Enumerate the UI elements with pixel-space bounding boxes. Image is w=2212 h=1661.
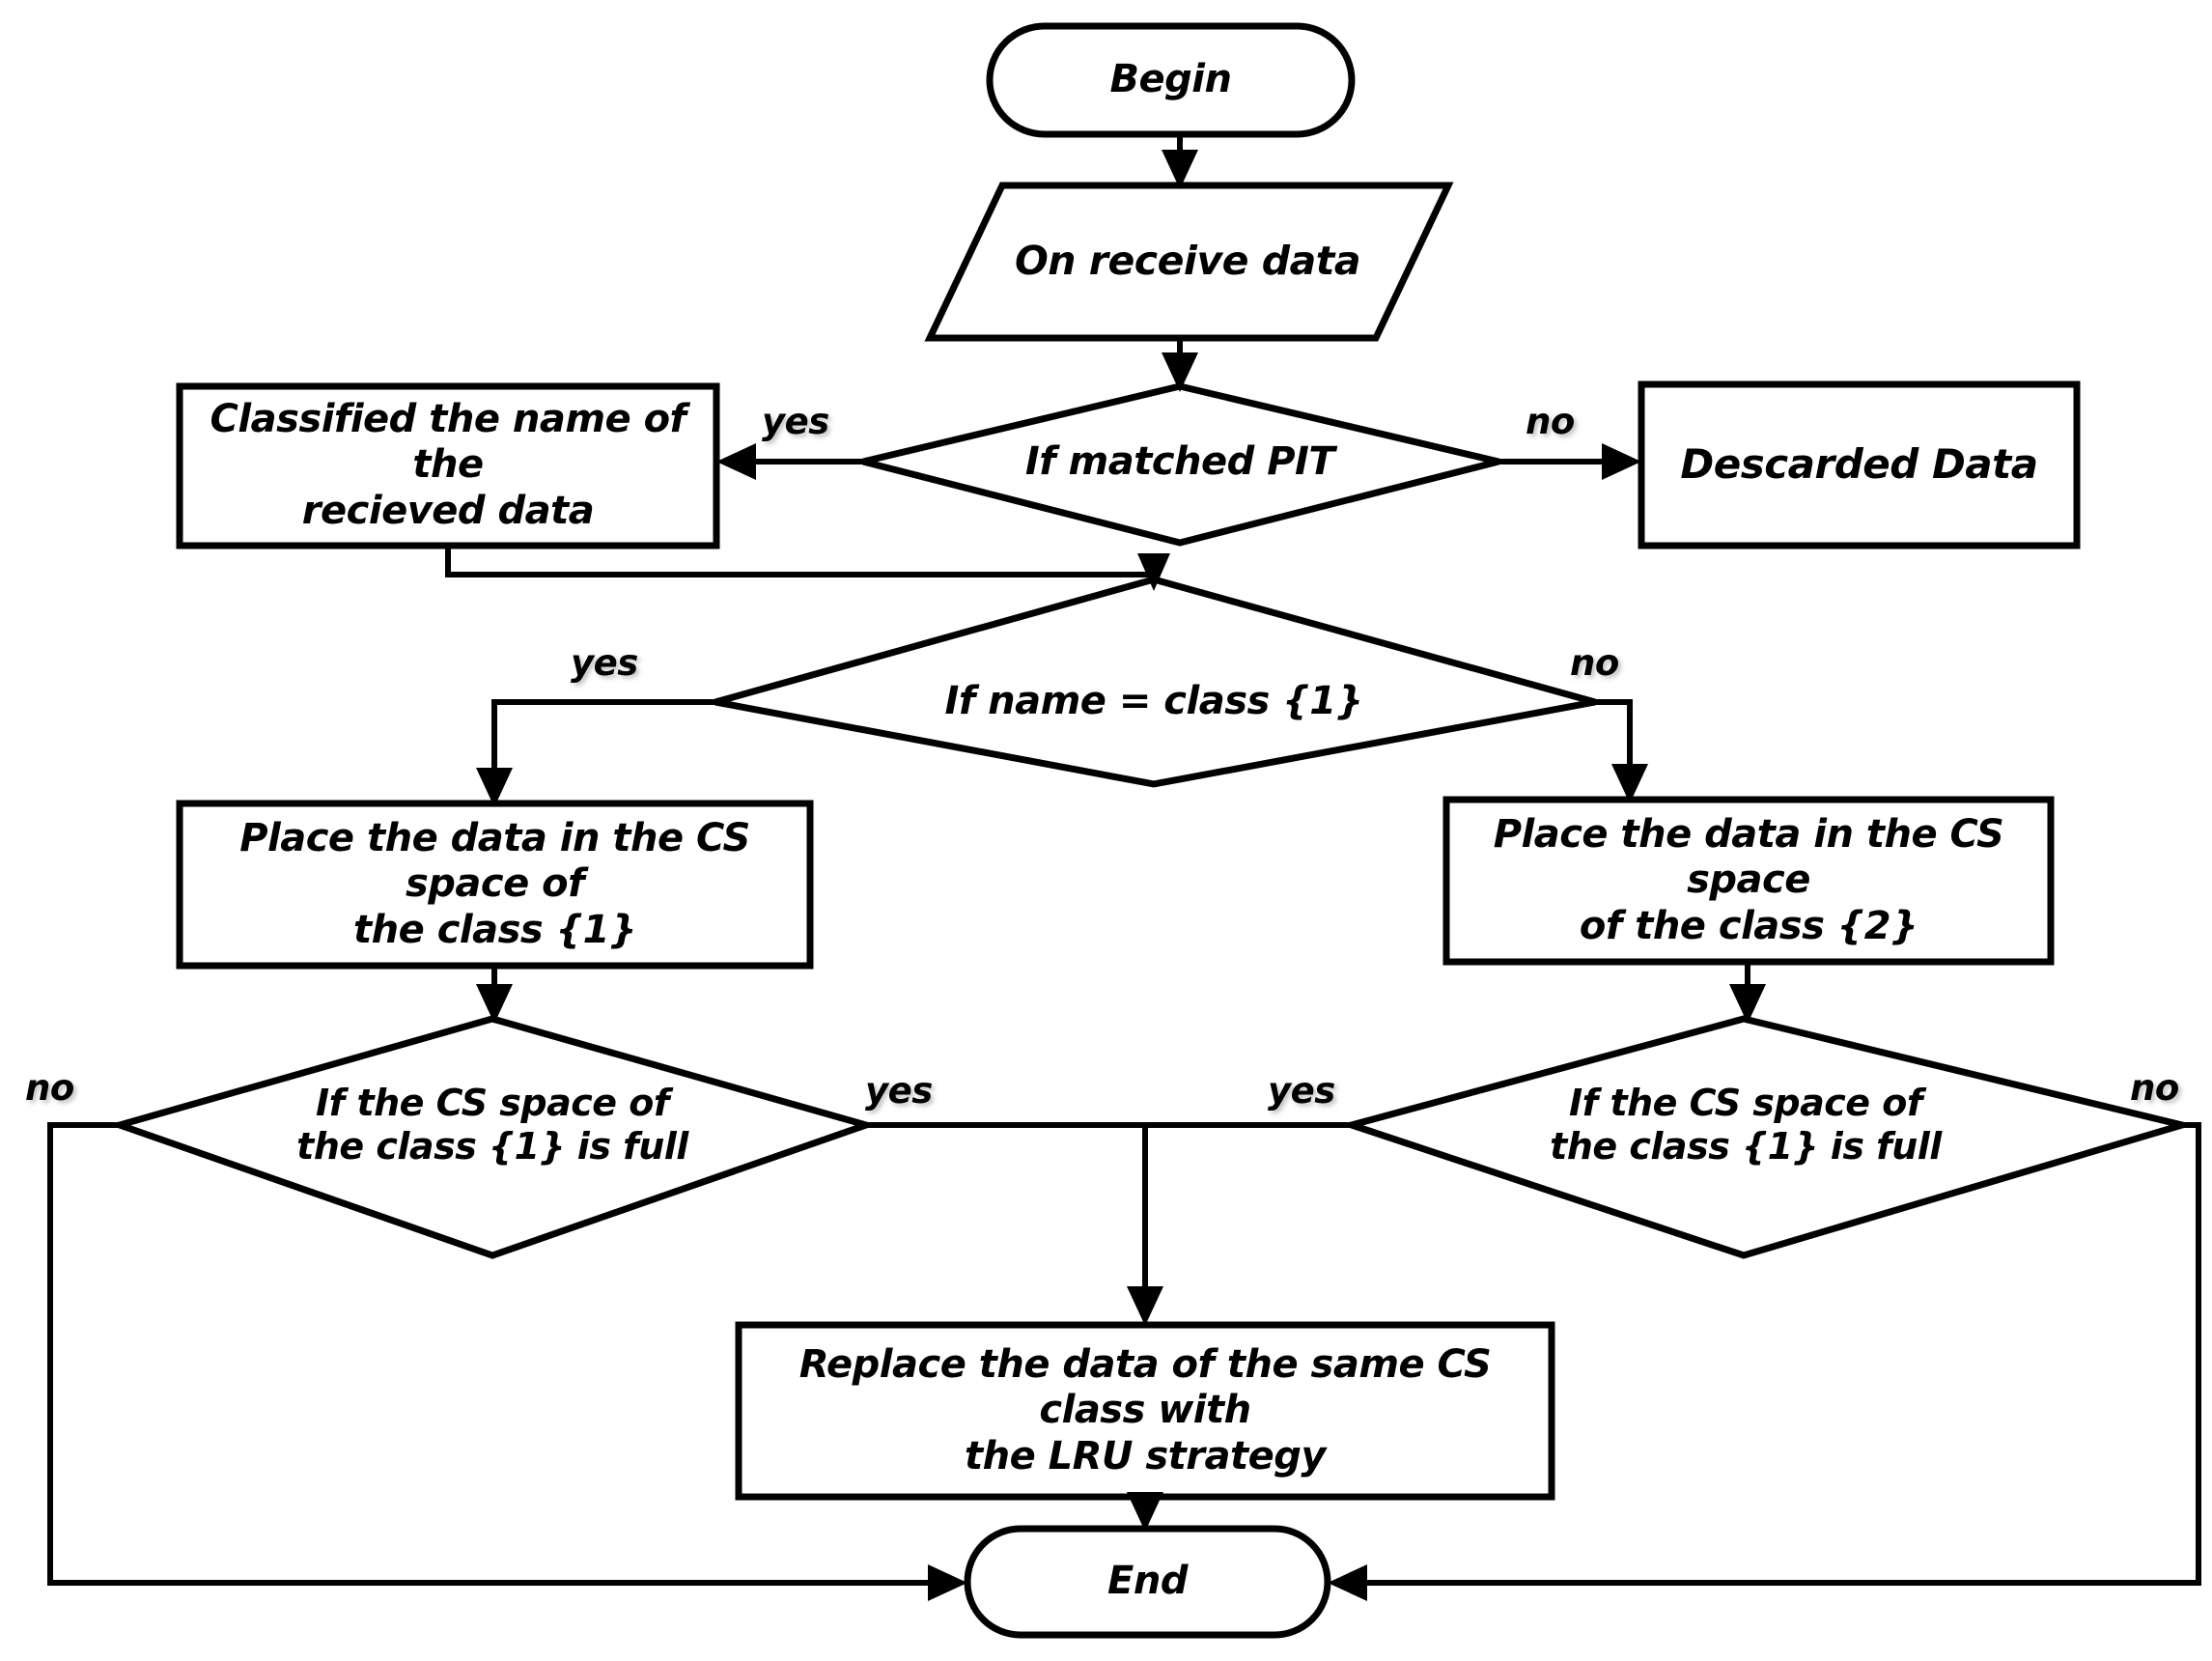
shape-begin[interactable] xyxy=(986,22,1356,138)
shape-if-matched-pit[interactable] xyxy=(862,382,1499,547)
edge-begin-to-onreceive-arrowhead xyxy=(1162,150,1198,189)
edge-onreceive-to-pit-arrowhead xyxy=(1162,352,1198,392)
edge-full-left-yes-to-replace xyxy=(866,1122,1148,1309)
edge-full-right-no-arrowhead xyxy=(1328,1564,1367,1601)
edge-full-right-no-to-end xyxy=(1345,1122,2201,1586)
edge-full-left-no-arrowhead xyxy=(928,1564,967,1601)
edge-place2-to-full-right-arrowhead xyxy=(1729,984,1766,1024)
edge-ifname-no-arrowhead xyxy=(1611,764,1648,803)
shape-on-receive-data[interactable] xyxy=(924,182,1454,342)
shape-end[interactable] xyxy=(964,1525,1331,1639)
shape-cs-full-right[interactable] xyxy=(1339,1015,2196,1259)
edge-classified-to-ifname-arrowhead xyxy=(1137,553,1170,591)
shape-if-name-class[interactable] xyxy=(714,576,1596,788)
edge-full-left-yes-arrowhead xyxy=(1127,1286,1163,1326)
edge-ifname-no-to-place2 xyxy=(1595,699,1633,786)
edge-pit-no-arrowhead xyxy=(1602,443,1641,480)
shape-cs-full-left[interactable] xyxy=(108,1015,878,1259)
edge-ifname-yes-arrowhead xyxy=(476,768,513,807)
edge-classified-to-ifname xyxy=(445,546,1154,577)
shape-classified-name[interactable] xyxy=(176,382,720,549)
edge-replace-to-end-arrowhead xyxy=(1127,1492,1163,1532)
shape-descarded-data[interactable] xyxy=(1638,380,2081,549)
shape-replace-lru[interactable] xyxy=(735,1321,1555,1501)
edge-pit-yes-arrowhead xyxy=(716,443,756,480)
edge-ifname-yes-to-place1 xyxy=(491,699,715,790)
shape-place-class2[interactable] xyxy=(1442,796,2055,966)
edge-place1-to-full-left-arrowhead xyxy=(476,984,513,1024)
edge-full-left-no-to-end xyxy=(47,1122,950,1586)
shape-place-class1[interactable] xyxy=(176,800,814,970)
